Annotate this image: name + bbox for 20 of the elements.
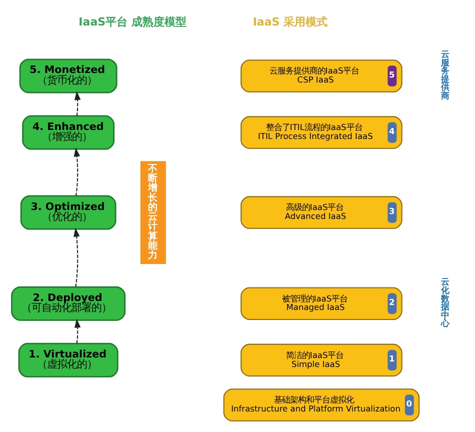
node-box: 4. Enhanced （增强的） — [22, 115, 114, 150]
label: 云化数据中心 — [440, 276, 449, 328]
arrow — [74, 318, 80, 344]
arrow — [74, 91, 80, 116]
node-box: 整合了ITIL流程的IaaS平台 ITIL Process Integrated IaaS 4 — [240, 116, 402, 149]
node-box: 高级的IaaS平台 Advanced IaaS 3 — [240, 196, 402, 229]
arrow — [73, 228, 80, 288]
node-box: 5. Monetized （货币化的） — [18, 58, 117, 94]
node-box: 1. Virtualized （虚拟化的） — [18, 342, 118, 378]
node-box: 简洁的IaaS平台 Simple IaaS 1 — [240, 344, 402, 377]
label: IaaS平台 成熟度模型 — [78, 15, 186, 28]
node-box: 2. Deployed （可自动化部署的） — [10, 286, 126, 321]
label: 云服务提供商 — [440, 49, 449, 100]
node-box: 3. Optimized （优化的） — [20, 195, 116, 230]
node-box: 不断增长的云计算能力 — [140, 161, 166, 264]
node-box: 基础架构和平台虚拟化 Infrastructure and Platform Virtualization 0 — [222, 388, 420, 422]
arrow — [73, 148, 80, 196]
node-box: 云服务提供商的IaaS平台 CSP IaaS 5 — [240, 60, 402, 92]
label: IaaS 采用模式 — [252, 15, 328, 28]
node-box: 被管理的IaaS平台 Managed IaaS 2 — [240, 287, 402, 320]
